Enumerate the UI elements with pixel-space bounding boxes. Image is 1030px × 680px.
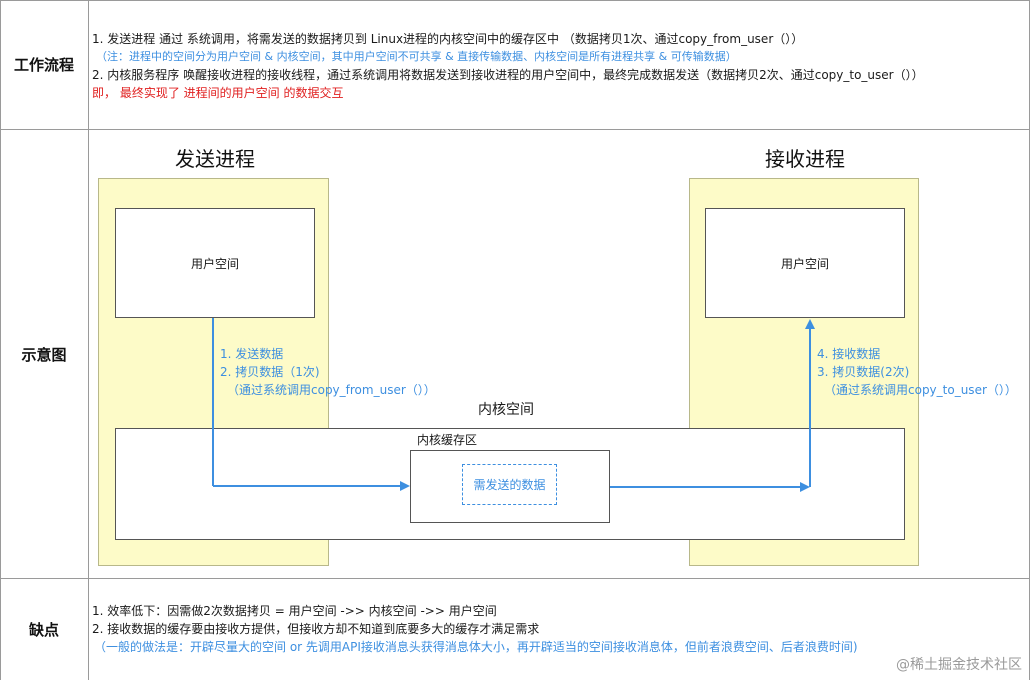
workflow-note: （注：进程中的空间分为用户空间 & 内核空间，其中用户空间不可共享 & 直接传输… (96, 50, 737, 63)
data-to-send-label: 需发送的数据 (473, 478, 546, 492)
row-divider-2 (0, 578, 1030, 579)
recv-step-4: 4. 接收数据 (817, 347, 881, 361)
kernel-buffer-box (410, 450, 610, 523)
data-to-send-box: 需发送的数据 (462, 464, 557, 505)
frame-top-border (0, 0, 1030, 1)
row-divider-1 (0, 129, 1030, 130)
frame-left-border (0, 0, 1, 680)
send-step-note: （通过系统调用copy_from_user（）） (227, 383, 436, 397)
drawback-2: 2. 接收数据的缓存要由接收方提供，但接收方却不知道到底要多大的缓存才满足需求 (92, 622, 540, 636)
row-header-diagram: 示意图 (21, 345, 67, 364)
send-step-2: 2. 拷贝数据（1次) (220, 365, 320, 379)
sender-user-space-label: 用户空间 (190, 256, 239, 271)
drawback-1: 1. 效率低下：因需做2次数据拷贝 = 用户空间 ->> 内核空间 ->> 用户… (92, 604, 497, 618)
sender-process-title: 发送进程 (175, 147, 255, 171)
workflow-step-1: 1. 发送进程 通过 系统调用，将需发送的数据拷贝到 Linux进程的内核空间中… (92, 32, 804, 46)
column-divider (88, 0, 89, 680)
kernel-space-label: 内核空间 (478, 402, 534, 418)
recv-step-note: （通过系统调用copy_to_user（）） (824, 383, 1017, 397)
watermark: @稀土掘金技术社区 (896, 657, 1022, 673)
receiver-process-title: 接收进程 (765, 147, 845, 171)
drawback-note: （一般的做法是：开辟尽量大的空间 or 先调用API接收消息头获得消息体大小，再… (94, 640, 858, 654)
send-step-1: 1. 发送数据 (220, 347, 284, 361)
workflow-summary: 即， 最终实现了 进程间的用户空间 的数据交互 (92, 86, 344, 100)
receiver-user-space: 用户空间 (705, 208, 905, 318)
workflow-step-2: 2. 内核服务程序 唤醒接收进程的接收线程，通过系统调用将数据发送到接收进程的用… (92, 68, 924, 82)
row-header-workflow: 工作流程 (13, 56, 74, 74)
sender-user-space: 用户空间 (115, 208, 315, 318)
receiver-user-space-label: 用户空间 (780, 256, 829, 271)
recv-step-3: 3. 拷贝数据(2次) (817, 365, 910, 379)
kernel-buffer-label: 内核缓存区 (417, 433, 478, 447)
row-header-drawbacks: 缺点 (28, 621, 59, 639)
